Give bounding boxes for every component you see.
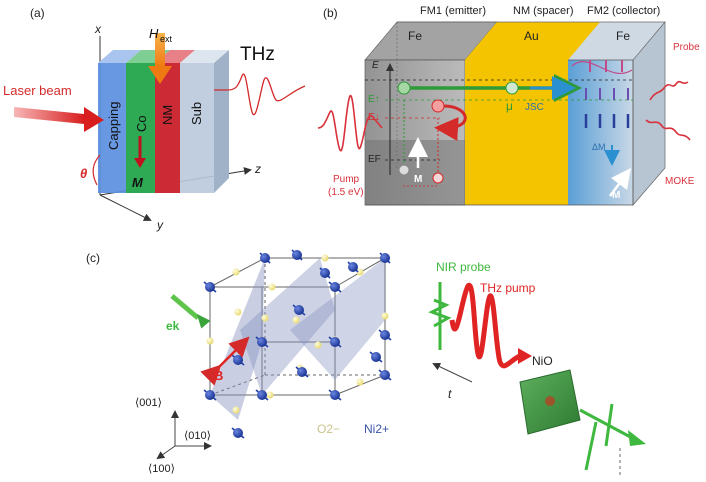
m-right-arrow	[609, 168, 631, 197]
capping-layer	[98, 63, 126, 193]
dir-100-label: ⟨100⟩	[148, 463, 175, 475]
y-axis-line	[99, 194, 152, 221]
theta-label: θ	[80, 166, 87, 181]
lattice-plane-3	[290, 258, 385, 380]
pump-pulse	[317, 95, 383, 152]
panel-a-label: (a)	[30, 6, 45, 20]
m-left-label: M	[414, 174, 422, 185]
au-label: Au	[524, 29, 539, 43]
sub-layer	[180, 63, 214, 193]
moke-wave	[645, 119, 691, 141]
pump-label: Pump	[333, 174, 360, 185]
thz-pump-pulse	[449, 282, 532, 369]
layer-label-capping: Capping	[106, 102, 121, 150]
energy-label: E	[372, 60, 379, 71]
y-axis-label: y	[156, 218, 164, 232]
nm-layer	[155, 63, 180, 193]
layer-label-co: Co	[134, 115, 149, 132]
laser-label: Laser beam	[3, 83, 72, 98]
nio-label: NiO	[532, 354, 553, 368]
probe-wave	[649, 80, 689, 101]
spin-down-reflection	[434, 104, 467, 141]
spin-down-hole	[432, 172, 444, 184]
e-up-label: E↑	[368, 94, 380, 105]
ek-label: ek	[166, 319, 180, 333]
dm-label: ΔM	[592, 142, 606, 152]
layer-label-nm: NM	[160, 105, 175, 125]
fe-right-label: Fe	[616, 29, 630, 43]
hext-subscript: ext	[160, 34, 173, 44]
co-layer	[126, 63, 155, 193]
hext-label: H	[149, 26, 159, 41]
fm1-header: FM1 (emitter)	[420, 5, 486, 17]
nir-probe-label: NIR probe	[436, 260, 491, 274]
outgoing-probe	[579, 403, 646, 478]
thz-pump-label: THz pump	[480, 281, 536, 295]
panel-b: (b) FM1 (emitter) NM (spacer) FM2 (colle…	[317, 5, 700, 206]
magnetization-label: M	[132, 175, 144, 190]
dir-100-axis	[156, 445, 176, 460]
dir-010-label: ⟨010⟩	[184, 430, 211, 442]
au-front-face	[465, 60, 568, 205]
moke-label: MOKE	[665, 176, 695, 187]
probe-label: Probe	[673, 42, 700, 53]
fm1-lower-band	[365, 140, 465, 205]
fm2-block	[568, 60, 633, 205]
mu-label: μ	[506, 99, 513, 113]
magnetization-arrowhead	[134, 158, 146, 168]
jsc-label: JSC	[525, 102, 544, 113]
panel-c-label: (c)	[86, 251, 100, 265]
oxygen-atoms	[206, 254, 389, 414]
panel-a: (a) x z y Capping Co NM Sub H ext	[3, 6, 306, 232]
theta-arc	[92, 154, 101, 186]
sub-side	[214, 50, 229, 193]
lattice-plane-2	[240, 258, 335, 395]
spin-down-electron	[431, 99, 445, 113]
oxygen-label: O2−	[317, 422, 340, 436]
fe-left-label: Fe	[408, 29, 422, 43]
hext-arrow	[148, 33, 172, 84]
nir-probe-pulse	[428, 282, 452, 350]
dir-001-label: ⟨001⟩	[135, 397, 162, 409]
m-right-label: M	[612, 190, 620, 201]
capping-top	[98, 50, 141, 63]
ef-label: EF	[368, 154, 381, 165]
b-field-arrow	[200, 336, 250, 386]
time-axis	[432, 362, 473, 383]
nickel-label: Ni2+	[364, 422, 389, 436]
panel-c: (c)	[86, 249, 646, 478]
sub-top	[180, 50, 229, 63]
nm-header: NM (spacer)	[513, 5, 574, 17]
thz-wave	[214, 73, 306, 116]
ek-arrow	[170, 294, 211, 329]
mu-electron	[505, 81, 519, 95]
fm2-header: FM2 (collector)	[587, 5, 660, 17]
b-field-label: B	[214, 368, 223, 383]
layer-label-sub: Sub	[189, 102, 204, 125]
x-axis-label: x	[94, 22, 102, 36]
laser-beam	[14, 107, 104, 132]
nio-spot	[545, 396, 555, 406]
pump-energy-label: (1.5 eV)	[328, 187, 364, 198]
time-label: t	[448, 387, 452, 401]
panel-b-label: (b)	[323, 6, 338, 20]
z-axis-label: z	[254, 162, 261, 176]
spin-up-electron	[397, 81, 411, 95]
spin-up-hole	[398, 164, 410, 176]
thz-label: THz	[240, 44, 275, 65]
fm2-spin-arrows	[571, 60, 633, 128]
